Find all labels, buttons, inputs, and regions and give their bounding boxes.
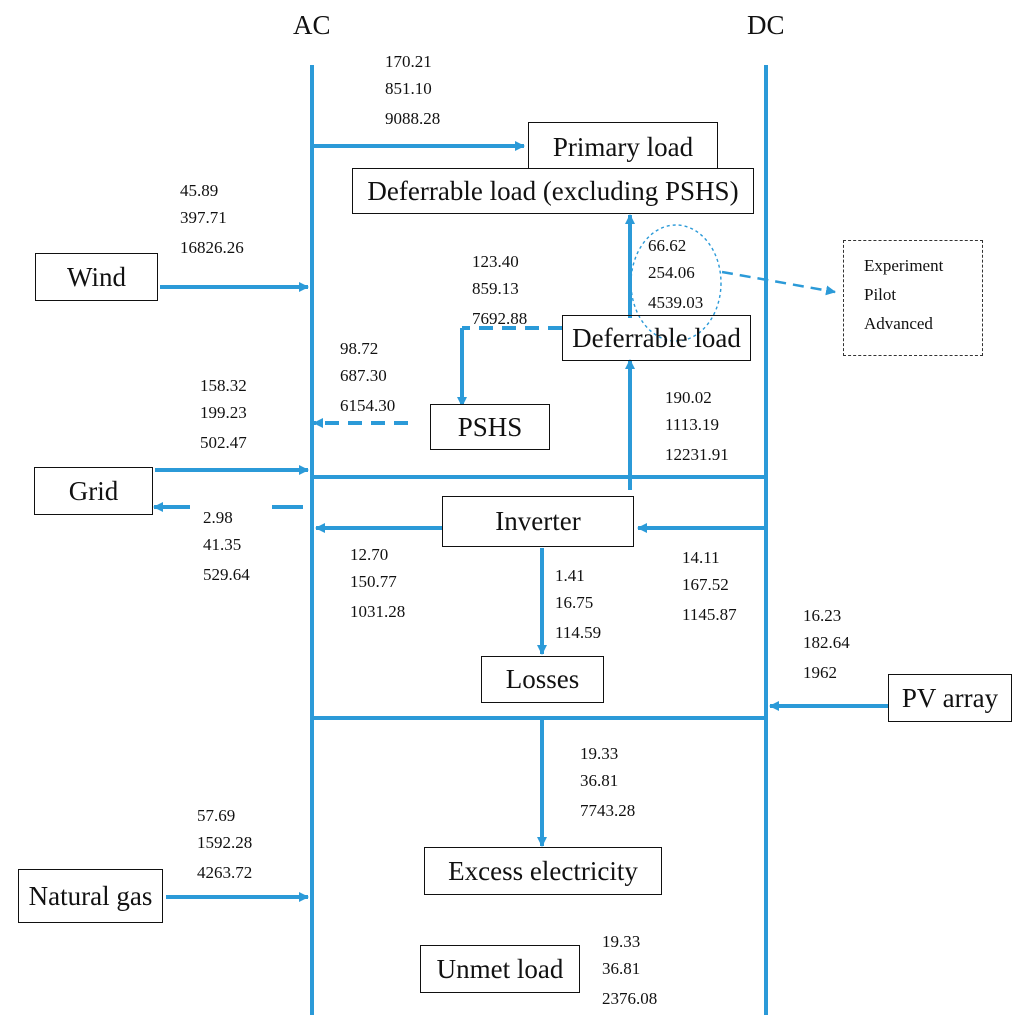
scenario-legend: Experiment Pilot Advanced bbox=[843, 240, 983, 356]
pshs-to-ac-values: 98.72 687.30 6154.30 bbox=[340, 335, 395, 419]
flow-value: 19.33 bbox=[580, 744, 619, 763]
legend-item: Experiment bbox=[864, 256, 944, 275]
flow-value: 66.62 bbox=[648, 236, 687, 255]
flow-value: 19.33 bbox=[602, 932, 641, 951]
flow-value: 114.59 bbox=[555, 623, 602, 642]
flow-value: 7743.28 bbox=[580, 801, 636, 820]
unmet-load-box: Unmet load bbox=[420, 945, 580, 993]
flow-value: 12.70 bbox=[350, 545, 389, 564]
ac-to-grid-values: 2.98 41.35 529.64 bbox=[203, 504, 250, 588]
flow-value: 14.11 bbox=[682, 548, 720, 567]
flow-value: 4263.72 bbox=[197, 863, 253, 882]
flow-value: 254.06 bbox=[648, 263, 695, 282]
flow-value: 57.69 bbox=[197, 806, 236, 825]
pv-array-box: PV array bbox=[888, 674, 1012, 722]
flow-value: 6154.30 bbox=[340, 396, 396, 415]
inverter-box: Inverter bbox=[442, 496, 634, 547]
excess-electricity-box: Excess electricity bbox=[424, 847, 662, 895]
pv-array-values: 16.23 182.64 1962 bbox=[803, 602, 850, 686]
unmet-load-values: 19.33 36.81 2376.08 bbox=[602, 928, 657, 1012]
flow-value: 1592.28 bbox=[197, 833, 253, 852]
dc-to-deferrable-values: 190.02 1113.19 12231.91 bbox=[665, 384, 729, 468]
flow-value: 529.64 bbox=[203, 565, 250, 584]
ac-header: AC bbox=[293, 10, 331, 40]
flow-value: 182.64 bbox=[803, 633, 850, 652]
flow-value: 16826.26 bbox=[180, 238, 244, 257]
natural-gas-values: 57.69 1592.28 4263.72 bbox=[197, 802, 252, 886]
dc-to-inverter-values: 14.11 167.52 1145.87 bbox=[682, 544, 737, 628]
grid-box: Grid bbox=[34, 467, 153, 515]
flow-value: 2.98 bbox=[203, 508, 233, 527]
flow-value: 1113.19 bbox=[665, 415, 719, 434]
flow-value: 36.81 bbox=[602, 959, 641, 978]
flow-value: 9088.28 bbox=[385, 109, 441, 128]
inverter-losses-values: 1.41 16.75 114.59 bbox=[555, 562, 601, 646]
flow-value: 687.30 bbox=[340, 366, 387, 385]
flow-value: 199.23 bbox=[200, 403, 247, 422]
deferrable-to-pshs-values: 123.40 859.13 7692.88 bbox=[472, 248, 527, 332]
deferrable-load-box: Deferrable load bbox=[562, 315, 751, 361]
flow-value: 123.40 bbox=[472, 252, 519, 271]
flow-value: 4539.03 bbox=[648, 293, 704, 312]
grid-to-ac-values: 158.32 199.23 502.47 bbox=[200, 372, 247, 456]
flow-value: 851.10 bbox=[385, 79, 432, 98]
inverter-to-ac-values: 12.70 150.77 1031.28 bbox=[350, 541, 405, 625]
losses-box: Losses bbox=[481, 656, 604, 703]
legend-item: Pilot bbox=[864, 285, 897, 304]
flow-value: 2376.08 bbox=[602, 989, 658, 1008]
flow-value: 36.81 bbox=[580, 771, 619, 790]
flow-value: 190.02 bbox=[665, 388, 712, 407]
wind-box: Wind bbox=[35, 253, 158, 301]
primary-load-box: Primary load bbox=[528, 122, 718, 172]
flow-value: 170.21 bbox=[385, 52, 432, 71]
wind-values: 45.89 397.71 16826.26 bbox=[180, 177, 244, 261]
flow-value: 397.71 bbox=[180, 208, 227, 227]
dc-header: DC bbox=[747, 10, 785, 40]
flow-value: 167.52 bbox=[682, 575, 729, 594]
flow-value: 1.41 bbox=[555, 566, 585, 585]
flow-value: 12231.91 bbox=[665, 445, 729, 464]
flow-value: 41.35 bbox=[203, 535, 242, 554]
flow-value: 859.13 bbox=[472, 279, 519, 298]
flow-value: 98.72 bbox=[340, 339, 379, 358]
legend-item: Advanced bbox=[864, 314, 933, 333]
natural-gas-box: Natural gas bbox=[18, 869, 163, 923]
flow-value: 16.75 bbox=[555, 593, 594, 612]
flow-value: 1962 bbox=[803, 663, 837, 682]
flow-value: 45.89 bbox=[180, 181, 219, 200]
flow-value: 1145.87 bbox=[682, 605, 737, 624]
deferrable-load-excluding-box: Deferrable load (excluding PSHS) bbox=[352, 168, 754, 214]
deferrable-callout-ellipse bbox=[630, 224, 722, 342]
callout-to-legend-arrow bbox=[721, 270, 836, 296]
excess-electricity-values: 19.33 36.81 7743.28 bbox=[580, 740, 635, 824]
pshs-box: PSHS bbox=[430, 404, 550, 450]
primary-load-values: 170.21 851.10 9088.28 bbox=[385, 48, 440, 132]
flow-value: 16.23 bbox=[803, 606, 842, 625]
flow-value: 7692.88 bbox=[472, 309, 528, 328]
flow-value: 1031.28 bbox=[350, 602, 406, 621]
flow-value: 502.47 bbox=[200, 433, 247, 452]
flow-value: 150.77 bbox=[350, 572, 397, 591]
deferrable-to-excluding-values: 66.62 254.06 4539.03 bbox=[648, 232, 703, 316]
flow-value: 158.32 bbox=[200, 376, 247, 395]
